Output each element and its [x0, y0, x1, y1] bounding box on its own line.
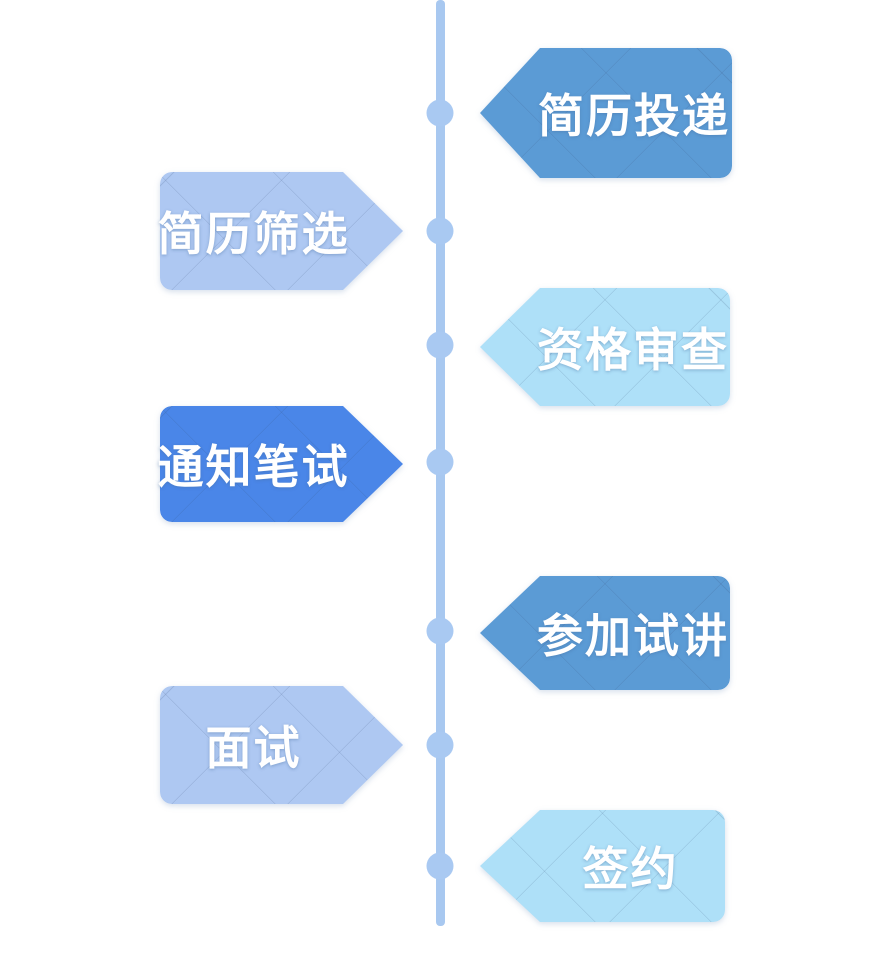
arrow-shape-right: [480, 810, 725, 922]
timeline-dot-1[interactable]: [426, 99, 454, 127]
flow-step-label: 通知笔试: [157, 441, 350, 493]
flow-step-qualification-review[interactable]: 资格审查: [480, 288, 730, 406]
flow-step-label: 简历投递: [538, 90, 730, 142]
flow-step-interview[interactable]: 面试: [160, 686, 403, 804]
flow-step-label: 资格审查: [537, 324, 729, 376]
flow-step-signing[interactable]: 签约: [480, 810, 725, 922]
timeline-dot-5[interactable]: [426, 617, 454, 645]
arrow-shape-right: [480, 288, 730, 406]
timeline-dot-7[interactable]: [426, 852, 454, 880]
flow-step-trial-lecture[interactable]: 参加试讲: [480, 576, 730, 690]
flow-step-label: 参加试讲: [537, 610, 729, 662]
timeline-dot-2[interactable]: [426, 217, 454, 245]
flow-step-resume-submission[interactable]: 简历投递: [480, 48, 732, 178]
arrow-shape-right: [480, 576, 730, 690]
flow-step-label: 面试: [205, 722, 302, 774]
arrow-shape-left: [160, 406, 403, 522]
flow-step-written-exam-notice[interactable]: 通知笔试: [157, 406, 403, 522]
flow-step-label: 签约: [582, 843, 679, 895]
timeline-dot-6[interactable]: [426, 731, 454, 759]
arrow-shape-left: [160, 686, 403, 804]
flow-step-label: 简历筛选: [157, 208, 350, 260]
flow-step-resume-screening[interactable]: 简历筛选: [157, 172, 403, 290]
timeline-dot-3[interactable]: [426, 331, 454, 359]
timeline-dot-4[interactable]: [426, 448, 454, 476]
arrow-shape-right: [480, 48, 732, 178]
arrow-shape-left: [160, 172, 403, 290]
